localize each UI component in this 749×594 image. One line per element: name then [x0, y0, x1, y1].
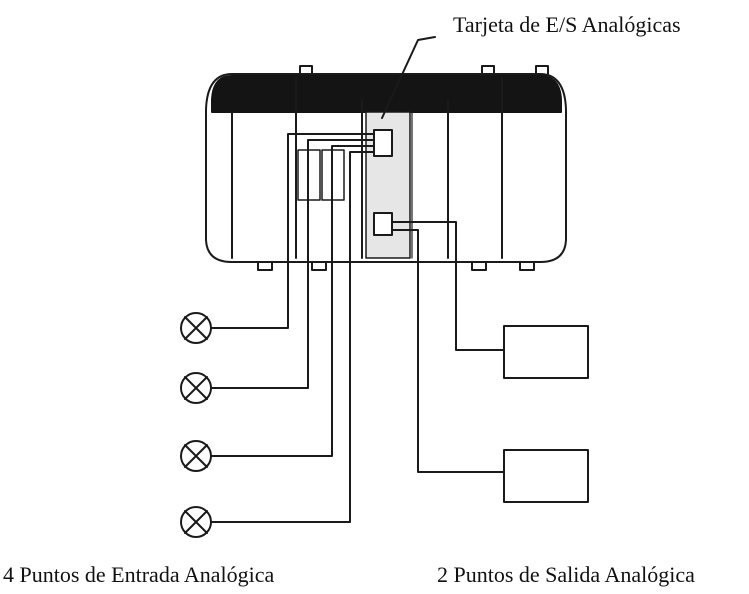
analog-input-wiring: [211, 133, 375, 523]
analog-input-device: [180, 312, 212, 344]
input-connector: [373, 129, 393, 157]
analog-io-card-label: Tarjeta de E/S Analógicas: [453, 12, 681, 37]
plc-rack: [205, 65, 567, 271]
mount-tab: [471, 261, 487, 271]
analog-input-device: [180, 372, 212, 404]
mount-tab: [519, 261, 535, 271]
analog-input-device: [180, 506, 212, 538]
mount-tab: [311, 261, 327, 271]
analog-input-device: [180, 440, 212, 472]
card-leader-line: [381, 36, 436, 119]
analog-output-device: [503, 325, 589, 379]
output-connector: [373, 212, 393, 236]
rack-top-band: [211, 75, 562, 113]
mount-tab: [535, 65, 549, 76]
analog-outputs-label: 2 Puntos de Salida Analógica: [437, 562, 695, 587]
mount-tab: [257, 261, 273, 271]
analog-output-device: [503, 449, 589, 503]
analog-inputs-label: 4 Puntos de Entrada Analógica: [3, 562, 275, 587]
analog-output-wiring: [391, 221, 505, 473]
